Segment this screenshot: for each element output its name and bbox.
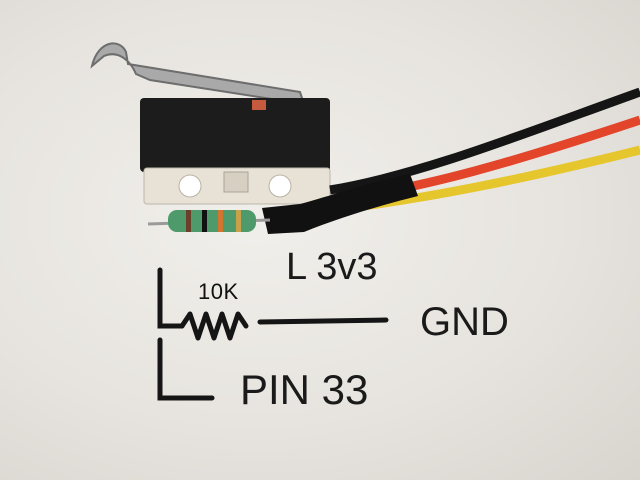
note-gnd: GND: [420, 300, 509, 344]
schematic-line-to-gnd: [257, 317, 389, 325]
note-pin33: PIN 33: [240, 366, 369, 413]
schematic-resistor-zigzag: [179, 311, 249, 341]
wire-black: [329, 87, 640, 195]
schematic-top-bracket: [157, 267, 185, 329]
resistor-value-label: 10K: [198, 279, 239, 304]
switch-lever: [90, 42, 306, 106]
schematic-bottom-bracket: [157, 337, 215, 401]
note-3v3: L 3v3: [286, 246, 378, 288]
heatshrink: [262, 174, 418, 234]
switch-body: [140, 98, 330, 172]
resistor: [168, 210, 256, 232]
